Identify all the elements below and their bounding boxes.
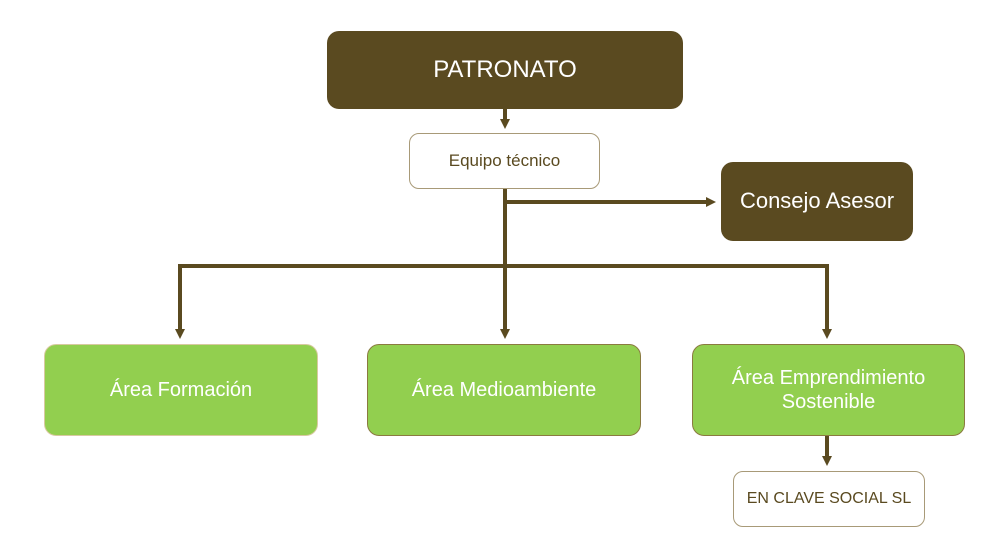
- node-en-clave-social-label: EN CLAVE SOCIAL SL: [746, 490, 912, 508]
- node-equipo-tecnico-label: Equipo técnico: [448, 150, 561, 170]
- node-area-emprendimiento: Área Emprendimiento Sostenible: [692, 344, 965, 436]
- node-equipo-tecnico: Equipo técnico: [409, 133, 600, 189]
- node-area-medioambiente-label: Área Medioambiente: [411, 379, 597, 401]
- node-area-emprendimiento-line1: Área Emprendimiento: [731, 367, 926, 389]
- node-area-formacion-label: Área Formación: [109, 379, 253, 401]
- node-consejo-asesor-label: Consejo Asesor: [739, 188, 895, 214]
- node-area-formacion: Área Formación: [44, 344, 318, 436]
- node-area-emprendimiento-line2: Sostenible: [781, 391, 876, 413]
- node-consejo-asesor: Consejo Asesor: [721, 162, 913, 241]
- node-en-clave-social: EN CLAVE SOCIAL SL: [733, 471, 925, 527]
- node-patronato: PATRONATO: [327, 31, 683, 109]
- node-patronato-label: PATRONATO: [433, 55, 577, 83]
- node-area-medioambiente: Área Medioambiente: [367, 344, 641, 436]
